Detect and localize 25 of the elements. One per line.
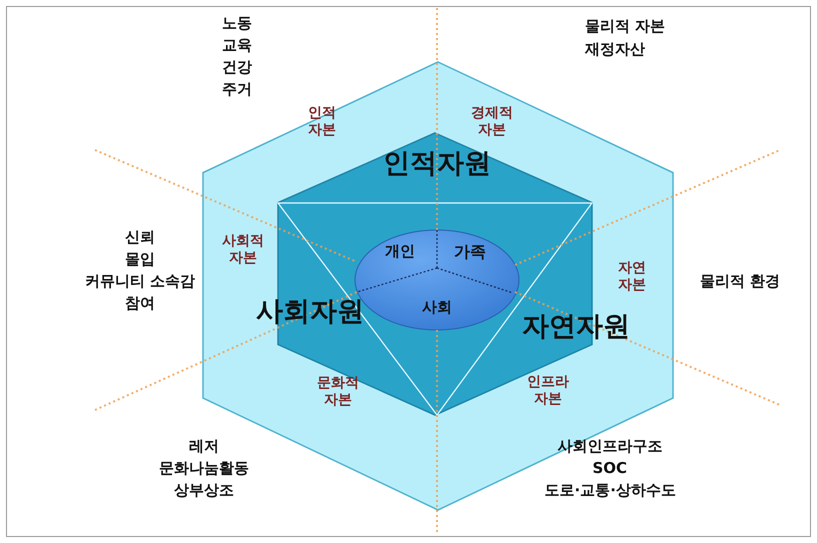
capital-label: 문화적 자본 [316,375,360,409]
item-label: 노동 [222,14,252,32]
item-label: 주거 [222,80,252,98]
item-label: 사회 [422,298,452,316]
item-label: 참여 [125,294,155,312]
resource-title: 인적자원 [383,148,491,180]
capital-label: 인프라 자본 [526,374,570,408]
item-label: 신뢰 [125,228,155,246]
capital-label: 자연 자본 [617,260,647,294]
capital-label: 사회적 자본 [221,233,265,267]
item-label: 교육 [222,36,252,54]
item-label: 물리적 자본 [585,17,666,35]
item-label: 재정자산 [585,40,645,58]
capital-label: 경제적 자본 [470,105,514,139]
item-label: 상부상조 [174,481,234,499]
item-label: 건강 [222,58,252,76]
item-label: 물리적 환경 [700,272,780,290]
item-label: 커뮤니티 소속감 [85,272,196,290]
item-label: 가족 [454,242,486,262]
item-label: 도로·교통·상하수도 [544,481,676,499]
item-label: SOC [592,459,628,477]
item-label: 문화나눔활동 [159,459,249,477]
item-label: 몰입 [125,250,155,268]
item-label: 개인 [385,242,415,260]
item-label: 레저 [189,437,219,455]
